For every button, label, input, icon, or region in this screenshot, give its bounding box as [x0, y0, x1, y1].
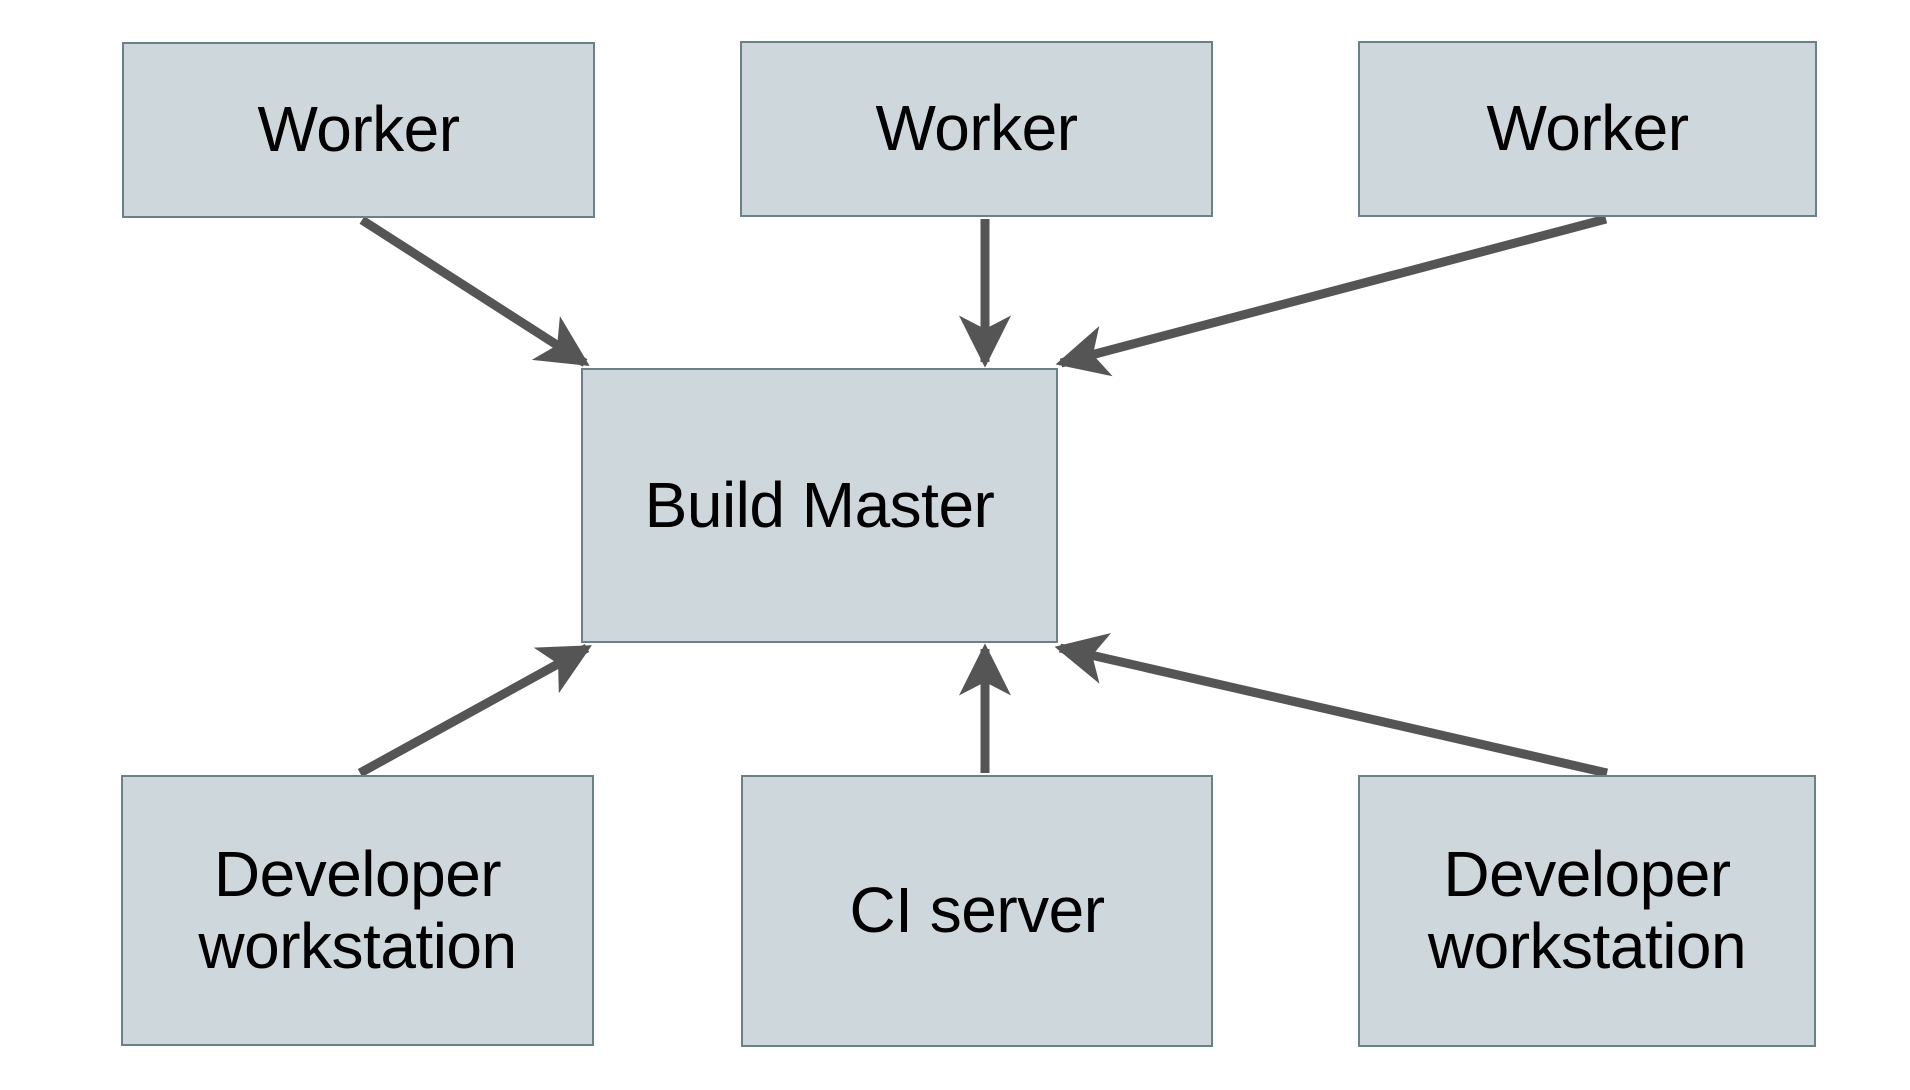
edge-worker-1-to-build-master [359, 216, 590, 367]
edge-worker-3-to-build-master [1055, 214, 1608, 377]
node-developer-workstation-right[interactable]: Developer workstation [1358, 775, 1816, 1047]
node-worker-3-label: Worker [1486, 92, 1689, 165]
node-worker-2[interactable]: Worker [740, 41, 1213, 217]
node-developer-workstation-right-label: Developer workstation [1427, 838, 1747, 982]
node-ci-server-label: CI server [849, 874, 1105, 947]
node-developer-workstation-left-label: Developer workstation [198, 837, 517, 982]
node-build-master[interactable]: Build Master [581, 368, 1058, 643]
node-worker-3[interactable]: Worker [1358, 41, 1817, 217]
node-build-master-label: Build Master [644, 468, 995, 541]
node-developer-workstation-left[interactable]: Developer workstation [121, 775, 594, 1046]
node-worker-1-label: Worker [257, 93, 460, 166]
edge-dev-ws-left-to-build-master [357, 644, 592, 777]
node-worker-2-label: Worker [875, 92, 1078, 165]
node-ci-server[interactable]: CI server [741, 775, 1213, 1047]
node-worker-1[interactable]: Worker [122, 42, 595, 218]
edge-dev-ws-right-to-build-master [1054, 632, 1609, 778]
